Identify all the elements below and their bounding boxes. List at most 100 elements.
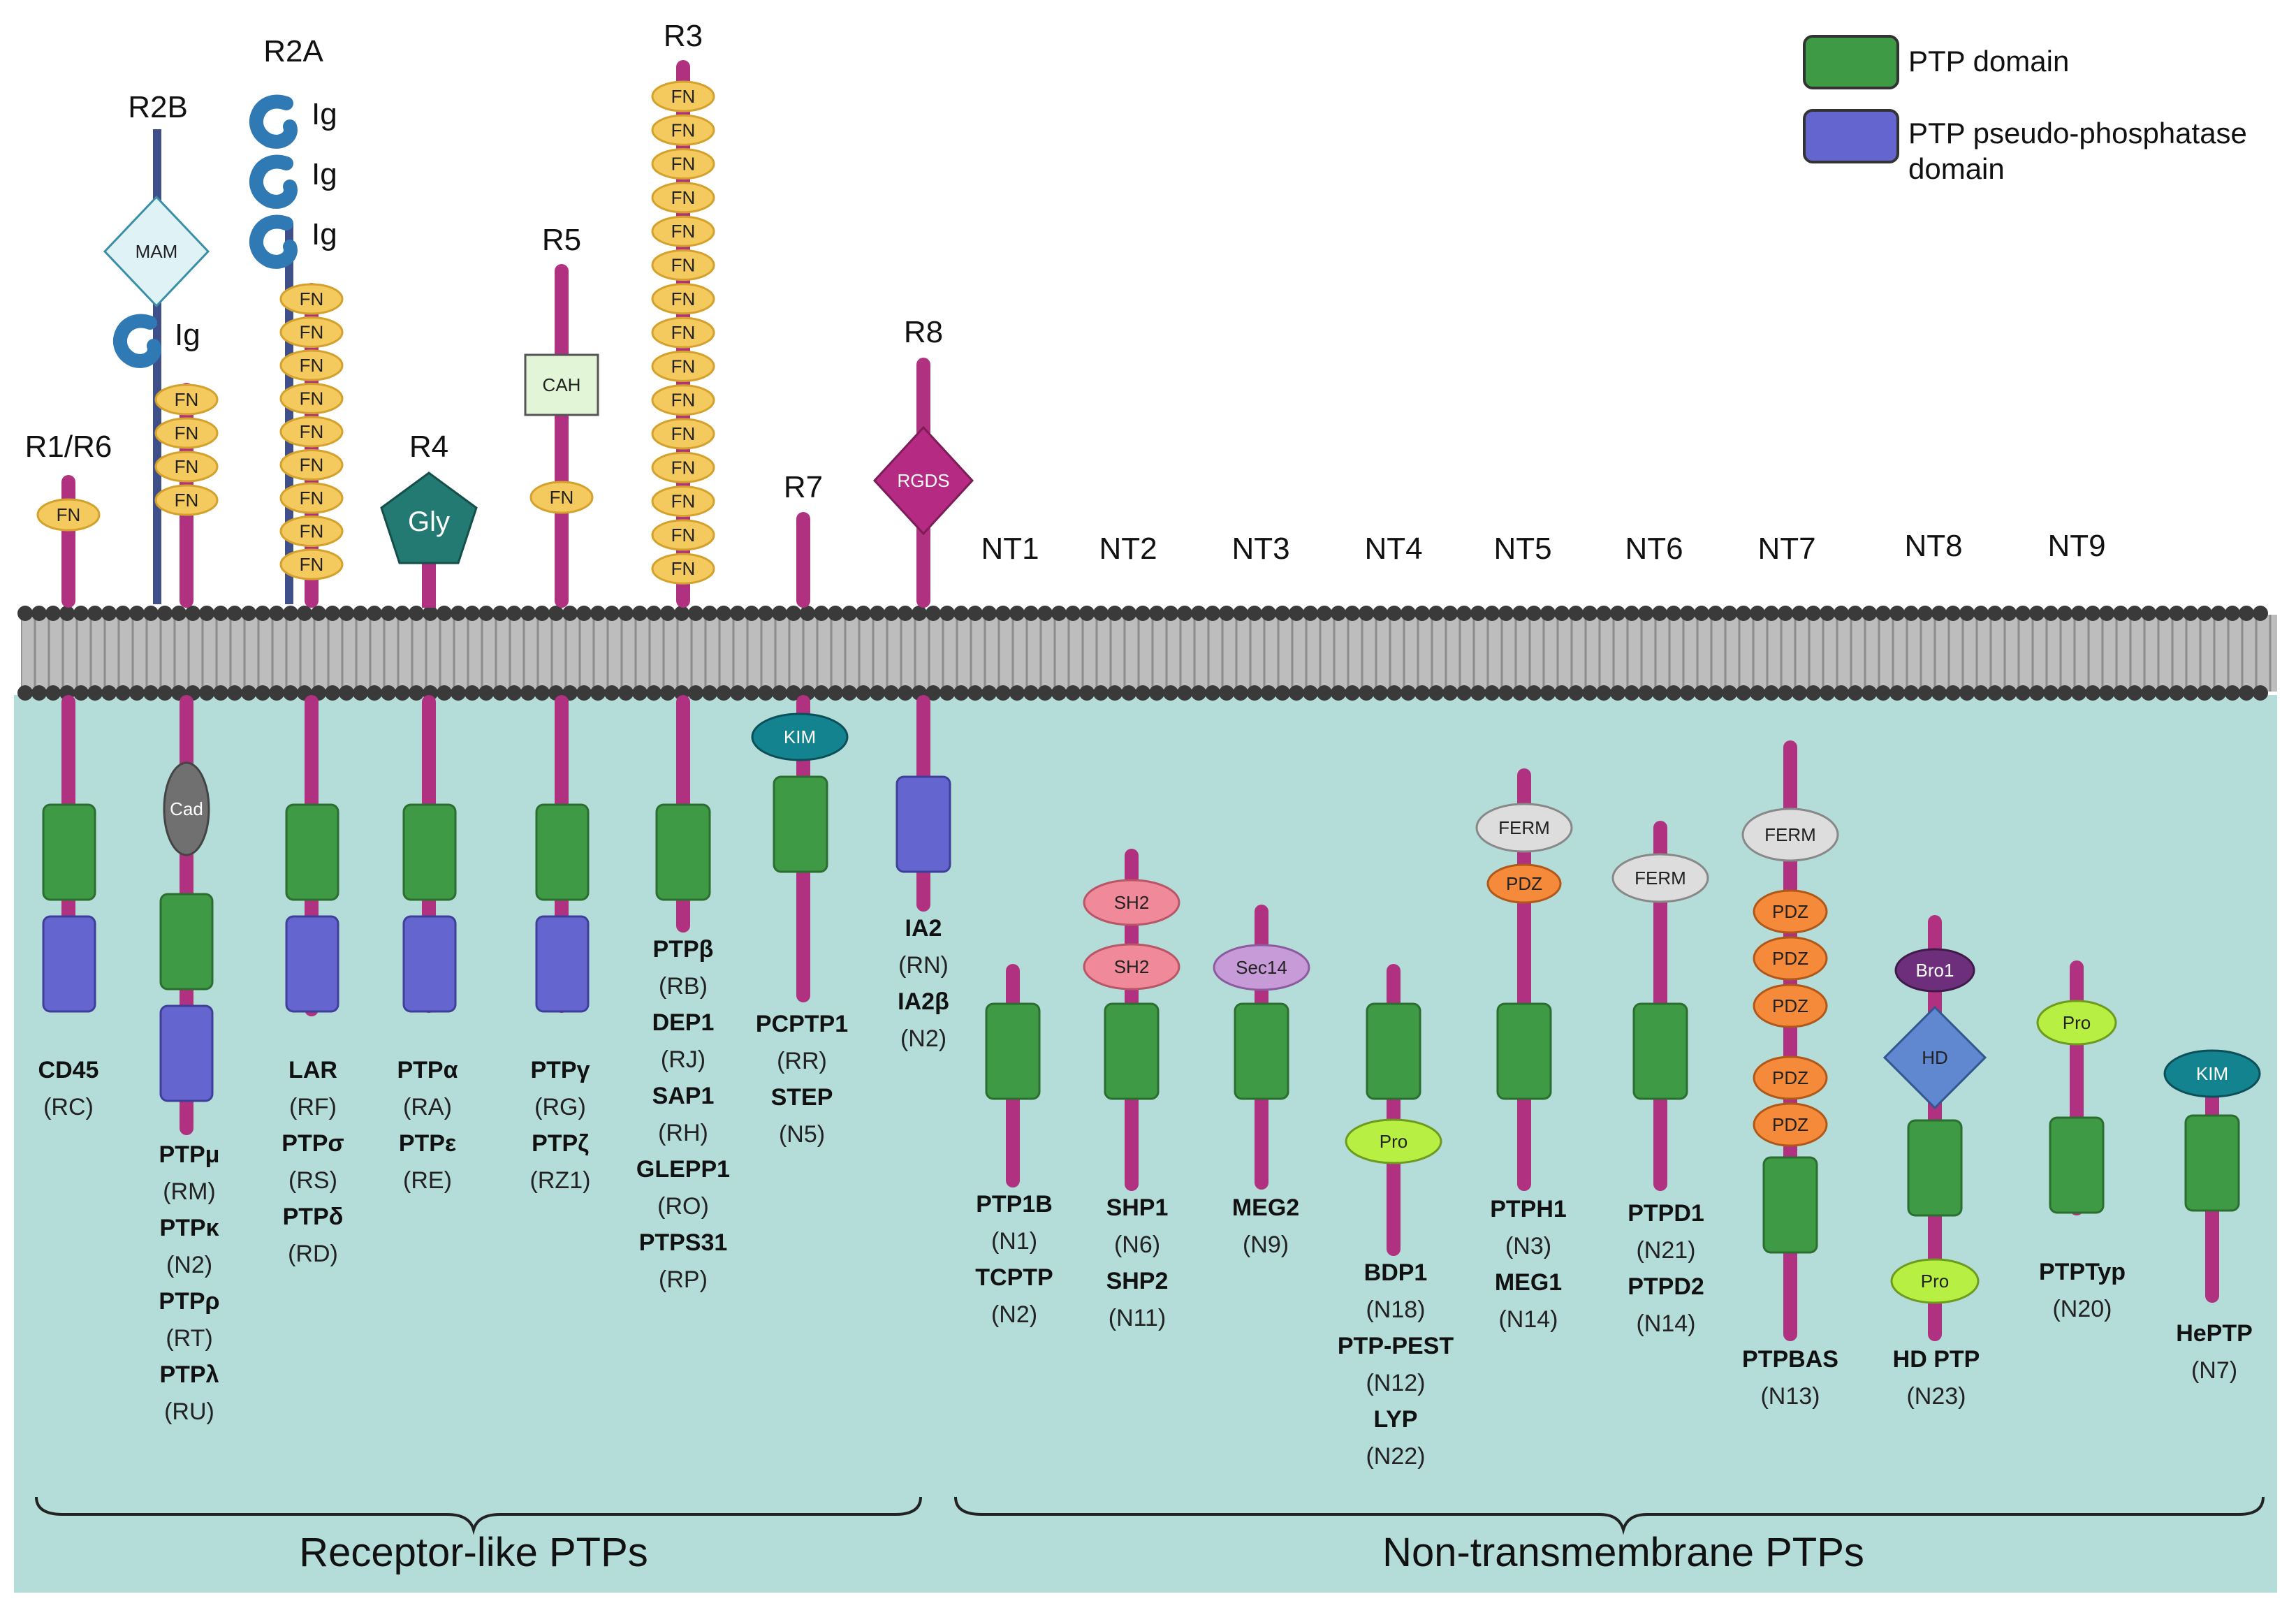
lipid-head	[1778, 685, 1793, 701]
protein-name: PTPλ	[159, 1361, 219, 1388]
extracellular-stalk	[796, 512, 810, 608]
protein-code: (RB)	[659, 973, 708, 1000]
protein-name: TCPTP	[975, 1264, 1053, 1291]
ig-domain-2: Ig	[249, 154, 337, 209]
lipid-head	[814, 685, 829, 701]
svg-text:SH2: SH2	[1114, 892, 1150, 913]
ptp-domain	[2049, 1116, 2105, 1214]
lipid-head	[1331, 606, 1346, 621]
lipid-head	[800, 606, 815, 621]
lipid-head	[1680, 685, 1695, 701]
svg-text:FN: FN	[300, 421, 324, 442]
lipid-head	[1526, 685, 1542, 701]
lipid-head	[1135, 685, 1150, 701]
lipid-head	[506, 606, 522, 621]
svg-text:FN: FN	[300, 488, 324, 509]
lipid-head	[2197, 685, 2212, 701]
lipid-head	[1359, 606, 1374, 621]
lipid-head	[1722, 606, 1737, 621]
lipid-head	[381, 685, 396, 701]
lipid-head	[884, 685, 899, 701]
protein-name: PTPγ	[530, 1057, 590, 1083]
protein-name: SAP1	[652, 1083, 715, 1109]
lipid-head	[786, 685, 801, 701]
fn-domain: FN	[651, 148, 715, 180]
svg-text:SH2: SH2	[1114, 956, 1150, 977]
svg-text:FN: FN	[671, 356, 696, 377]
lipid-head	[1023, 685, 1039, 701]
legend-pseudo-label-line2: domain	[1908, 152, 2005, 185]
svg-text:FN: FN	[300, 322, 324, 343]
bro1-domain: Bro1	[1894, 948, 1975, 993]
lipid-head	[1149, 685, 1164, 701]
protein-name: LYP	[1373, 1406, 1417, 1433]
svg-text:KIM: KIM	[2196, 1063, 2228, 1084]
sec14-domain: Sec14	[1213, 944, 1310, 991]
pdz-domain-3: PDZ	[1753, 984, 1828, 1028]
lipid-head	[1848, 606, 1863, 621]
svg-text:FN: FN	[671, 558, 696, 579]
lipid-head	[1345, 685, 1360, 701]
svg-text:Gly: Gly	[408, 506, 450, 537]
extracellular-stalk	[555, 264, 569, 608]
ptp-r8: R8 RGDS	[872, 315, 974, 912]
fn-domain: FN	[651, 249, 715, 281]
extracellular-stalk	[61, 475, 75, 608]
lipid-head	[534, 685, 550, 701]
lipid-head	[1470, 606, 1486, 621]
ptp-nt2: SH2 SH2	[1083, 849, 1180, 1191]
lipid-head	[1233, 606, 1248, 621]
lipid-head	[660, 606, 675, 621]
section-brace-receptor	[35, 1496, 922, 1535]
membrane-heads-bottom	[17, 685, 2268, 701]
svg-text:CAH: CAH	[543, 374, 581, 395]
lipid-head	[1610, 606, 1625, 621]
protein-code: (RH)	[658, 1120, 708, 1146]
protein-code: (RS)	[288, 1167, 337, 1194]
fn-domain: FN	[279, 349, 344, 381]
protein-name: PTPζ	[532, 1130, 589, 1157]
pdz-domain-4: PDZ	[1753, 1055, 1828, 1100]
class-label-r8: R8	[904, 315, 943, 349]
cytoplasm-background	[14, 695, 2277, 1593]
lipid-head	[339, 685, 354, 701]
lipid-head	[1191, 606, 1206, 621]
protein-code: (RG)	[534, 1094, 586, 1120]
lipid-head	[465, 606, 480, 621]
lipid-head	[437, 606, 452, 621]
lipid-head	[1456, 685, 1472, 701]
lipid-head	[534, 606, 550, 621]
fn-domain: FN	[651, 80, 715, 112]
svg-text:FN: FN	[175, 423, 199, 444]
ptp-nt9-ptptyp: Pro	[2036, 960, 2117, 1215]
lipid-head	[1484, 685, 1500, 701]
lipid-head	[2155, 685, 2170, 701]
lipid-head	[2029, 606, 2045, 621]
lipid-head	[1750, 685, 1765, 701]
fn-domain: FN	[279, 482, 344, 514]
lipid-head	[2113, 606, 2128, 621]
lipid-head	[2127, 606, 2142, 621]
lipid-head	[1624, 606, 1639, 621]
fn-domain: FN	[651, 485, 715, 518]
ptp-domain	[655, 803, 711, 901]
pseudo-phosphatase-domain	[895, 775, 951, 873]
lipid-head	[1931, 685, 1947, 701]
svg-text:FN: FN	[300, 455, 324, 476]
protein-code: (N7)	[2191, 1357, 2237, 1384]
protein-code: (N23)	[1906, 1383, 1966, 1410]
lipid-head	[241, 606, 256, 621]
lipid-head	[1554, 685, 1570, 701]
ptp-domain	[773, 775, 828, 873]
lipid-head	[912, 606, 927, 621]
lipid-head	[576, 606, 592, 621]
lipid-head	[2141, 685, 2156, 701]
protein-code: (N20)	[2052, 1296, 2112, 1322]
lipid-head	[1862, 606, 1877, 621]
ig-domain-3: Ig	[249, 214, 337, 269]
lipid-head	[2029, 685, 2045, 701]
lipid-head	[856, 606, 871, 621]
lipid-head	[367, 606, 382, 621]
lipid-head	[1512, 685, 1528, 701]
